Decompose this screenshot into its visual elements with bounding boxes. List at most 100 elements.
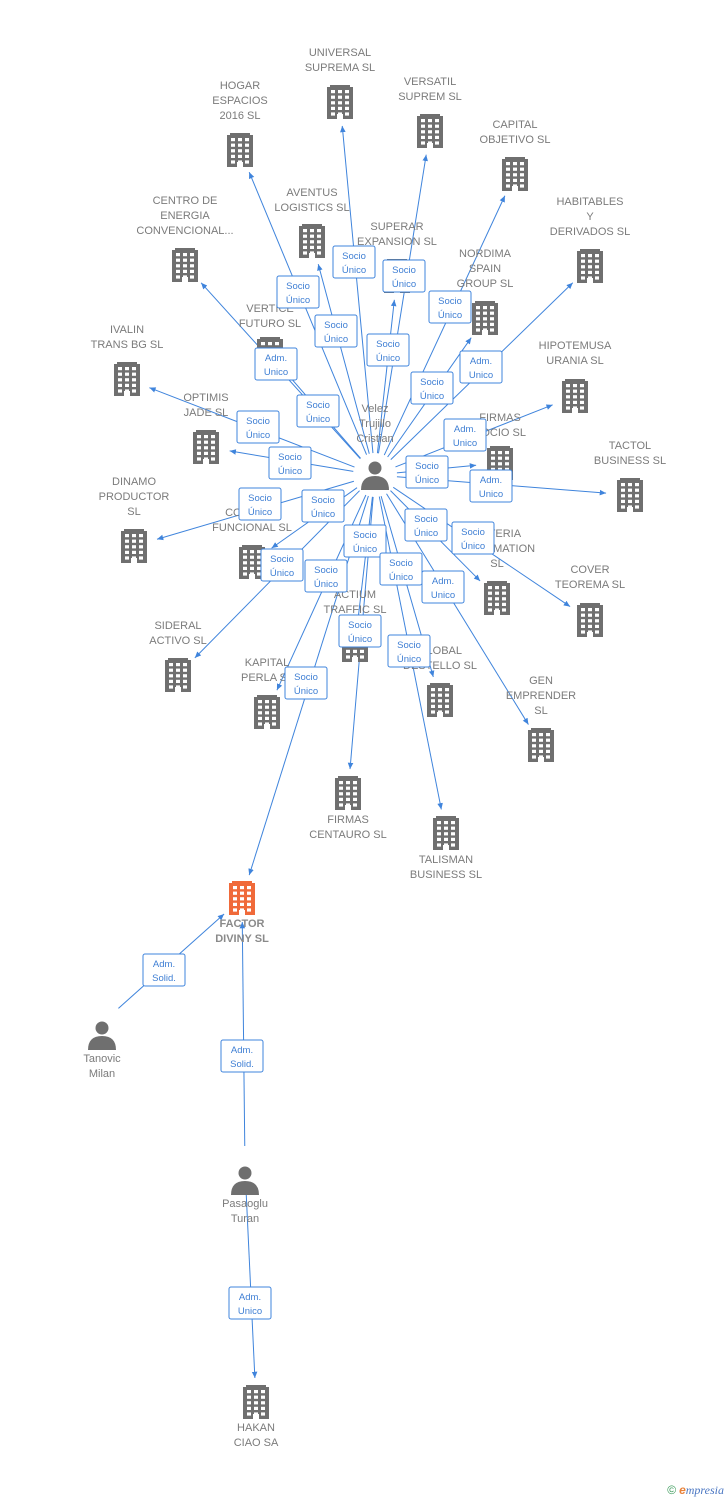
building-icon [121, 529, 147, 563]
person-icon [88, 1021, 116, 1050]
node-label: Pasaoglu [222, 1198, 268, 1210]
role-label: Socio [314, 565, 338, 576]
node-label: CENTRO DE [153, 195, 218, 207]
role-badge-tanovic-factor[interactable]: Adm.Solid. [142, 953, 186, 987]
node-label: CONVENCIONAL... [136, 225, 233, 237]
role-badge-velez-habitables[interactable]: Adm.Unico [459, 350, 503, 384]
role-label: Socio [306, 400, 330, 411]
role-label: Socio [246, 416, 270, 427]
role-label: Adm. [153, 959, 175, 970]
node-label: EMPRENDER [506, 690, 576, 702]
role-badge-velez-centro[interactable]: Adm.Unico [254, 347, 298, 381]
node-label: Velez [362, 403, 389, 415]
edge-velez-hogar [248, 171, 368, 455]
footer-credit: ©empresia [667, 1483, 724, 1498]
node-label: OPTIMIS [183, 392, 228, 404]
role-label: Socio [415, 461, 439, 472]
role-label: Unico [479, 489, 503, 500]
building-icon [577, 249, 603, 283]
roles-layer: SocioÚnicoSocioÚnicoSocioÚnicoSocioÚnico… [142, 245, 513, 1320]
building-icon [227, 133, 253, 167]
company-node-cover[interactable]: COVER TEOREMA SL [555, 564, 625, 637]
role-label: Socio [353, 530, 377, 541]
node-label: CENTAURO SL [309, 829, 386, 841]
node-label: TEOREMA SL [555, 579, 625, 591]
person-icon [231, 1166, 259, 1195]
node-label: HAKAN [237, 1422, 275, 1434]
node-label: TALISMAN [419, 854, 473, 866]
role-label: Adm. [239, 1292, 261, 1303]
role-label: Único [278, 466, 302, 477]
node-label: COVER [570, 564, 609, 576]
role-badge-pasaoglu-hakan[interactable]: Adm. Unico [228, 1286, 272, 1320]
role-label: Único [389, 572, 413, 583]
role-badge-pasaoglu-factor[interactable]: Adm.Solid. [220, 1039, 264, 1073]
role-label: Socio [348, 620, 372, 631]
role-badge-velez-hipotemusa[interactable]: Adm.Unico [443, 418, 487, 452]
building-icon [472, 301, 498, 335]
company-node-talisman[interactable]: TALISMAN BUSINESS SL [410, 816, 482, 881]
role-label: Único [286, 295, 310, 306]
node-label: BUSINESS SL [410, 869, 482, 881]
role-label: Unico [238, 1306, 262, 1317]
building-icon [562, 379, 588, 413]
building-icon [193, 430, 219, 464]
role-label: Adm. [454, 424, 476, 435]
company-node-centro[interactable]: CENTRO DEENERGIACONVENCIONAL... [136, 195, 234, 282]
node-label: SUPERAR [370, 221, 423, 233]
node-label: SL [127, 506, 140, 518]
role-badge-velez-gen[interactable]: Adm.Unico [421, 570, 465, 604]
role-label: Socio [324, 320, 348, 331]
node-label: PERLA SL [241, 672, 293, 684]
role-label: Adm. [470, 356, 492, 367]
role-badge-velez-tactol[interactable]: Adm.Unico [469, 469, 513, 503]
node-label: BUSINESS SL [594, 455, 666, 467]
role-label: Socio [248, 493, 272, 504]
